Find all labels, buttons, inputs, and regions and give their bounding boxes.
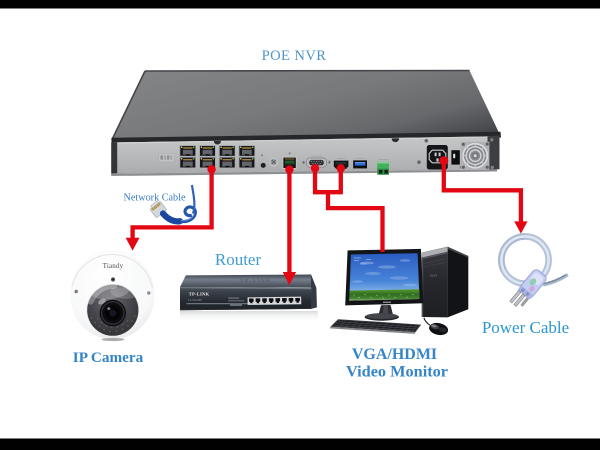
svg-text:TP-LINK: TP-LINK: [240, 278, 272, 285]
svg-text:Network Cable: Network Cable: [124, 193, 186, 204]
svg-text:VGA/HDMI: VGA/HDMI: [352, 346, 437, 363]
svg-text:TL-SG1008: TL-SG1008: [188, 299, 202, 302]
svg-text:POE NVR: POE NVR: [262, 48, 327, 64]
svg-text:Router: Router: [215, 250, 262, 269]
svg-text:IP Camera: IP Camera: [73, 349, 144, 366]
svg-text:acer: acer: [430, 273, 438, 278]
svg-text:Video Monitor: Video Monitor: [346, 361, 448, 380]
svg-text:Tiandy: Tiandy: [103, 262, 124, 270]
svg-text:Power Cable: Power Cable: [482, 318, 569, 337]
svg-text:TP-LINK: TP-LINK: [189, 292, 210, 297]
